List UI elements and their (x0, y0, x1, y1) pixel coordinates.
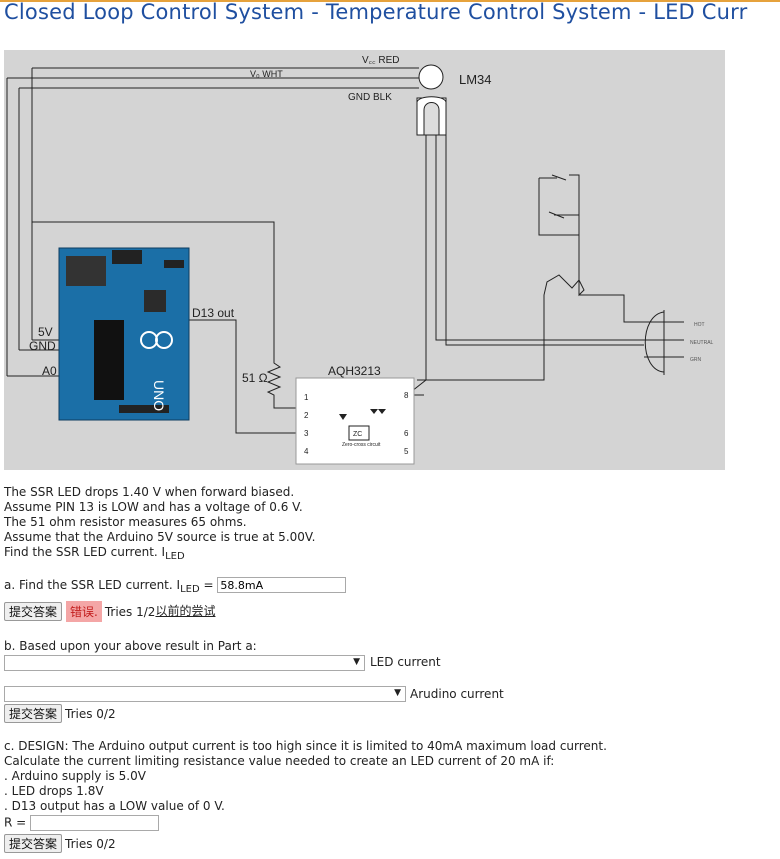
plug-hot-label: HOT (694, 322, 705, 328)
arduino-current-select[interactable]: ▼ (4, 686, 406, 702)
part-a-tries: Tries 1/2 (104, 604, 156, 619)
previous-tries-link[interactable]: 以前的尝试 (155, 604, 216, 618)
sensor-label: LM34 (459, 72, 492, 87)
plug-neutral-label: NEUTRAL (690, 340, 714, 346)
vcc-label: V꜀꜀ RED (362, 55, 399, 66)
part-a-actions: 提交答案错误.Tries 1/2以前的尝试 (4, 601, 215, 622)
problem-line: Assume that the Arduino 5V source is tru… (4, 530, 316, 544)
chevron-down-icon: ▼ (394, 688, 401, 698)
problem-statement: The SSR LED drops 1.40 V when forward bi… (4, 485, 316, 562)
part-c-submit-button[interactable]: 提交答案 (4, 834, 63, 853)
ssr-pin3: 3 (304, 429, 309, 438)
circuit-diagram: UNO V꜀꜀ RED V₀ WHT GND BLK LM34 D13 out … (4, 50, 725, 470)
zc-caption: Zero-cross circuit (342, 442, 381, 448)
part-c-text: c. DESIGN: The Arduino output current is… (4, 739, 607, 814)
part-c-line: . LED drops 1.8V (4, 784, 104, 798)
part-a-row: a. Find the SSR LED current. ILED = (4, 577, 347, 595)
arduino-board: UNO (58, 247, 190, 421)
top-accent-line (0, 0, 780, 2)
pin-5v-label: 5V (38, 325, 53, 339)
ssr-box (295, 377, 415, 465)
zc-label: ZC (353, 431, 362, 438)
ssr-pin6: 6 (404, 429, 409, 438)
chevron-down-icon: ▼ (353, 657, 360, 667)
part-c-tries: Tries 0/2 (65, 836, 116, 851)
ssr-pin1: 1 (304, 393, 309, 402)
r-answer-input[interactable] (30, 815, 160, 831)
ssr-pin2: 2 (304, 411, 309, 420)
ssr-pin8: 8 (404, 391, 409, 400)
page-title: Closed Loop Control System - Temperature… (4, 0, 748, 24)
pin-gnd-label: GND (29, 339, 56, 353)
d13-label: D13 out (192, 306, 235, 320)
board-brand-label: UNO (151, 380, 167, 411)
part-c-line: . D13 output has a LOW value of 0 V. (4, 799, 225, 813)
problem-line: The SSR LED drops 1.40 V when forward bi… (4, 485, 295, 499)
vo-label: V₀ WHT (250, 69, 283, 79)
resistor-label: 51 Ω (242, 371, 268, 385)
r-label: R = (4, 815, 27, 830)
led-current-select[interactable]: ▼ (4, 655, 365, 671)
part-a-label: a. Find the SSR LED current. ILED = (4, 577, 214, 595)
part-b-label: b. Based upon your above result in Part … (4, 639, 257, 653)
part-a-answer-input[interactable] (217, 577, 347, 593)
arduino-current-select-label: Arudino current (410, 687, 504, 701)
error-badge: 错误. (66, 601, 102, 622)
part-c-line: Calculate the current limiting resistanc… (4, 754, 555, 768)
lm34-sensor (416, 64, 447, 136)
problem-find-line: Find the SSR LED current. ILED (4, 545, 185, 562)
pin-a0-label: A0 (42, 364, 57, 378)
part-b-submit-button[interactable]: 提交答案 (4, 704, 63, 723)
led-current-select-label: LED current (370, 655, 441, 669)
plug-grn-label: GRN (690, 357, 702, 363)
ssr-label: AQH3213 (328, 364, 381, 378)
part-a-submit-button[interactable]: 提交答案 (4, 602, 63, 621)
part-c-line: . Arduino supply is 5.0V (4, 769, 146, 783)
part-c-r-row: R = (4, 815, 160, 831)
circuit-svg: UNO V꜀꜀ RED V₀ WHT GND BLK LM34 D13 out … (6, 55, 714, 465)
problem-line: The 51 ohm resistor measures 65 ohms. (4, 515, 247, 529)
gnd-wire-label: GND BLK (348, 92, 392, 103)
problem-line: Assume PIN 13 is LOW and has a voltage o… (4, 500, 303, 514)
ssr-pin4: 4 (304, 447, 309, 456)
ssr-pin5: 5 (404, 447, 409, 456)
part-b-tries: Tries 0/2 (65, 706, 116, 721)
part-c-line: c. DESIGN: The Arduino output current is… (4, 739, 607, 753)
